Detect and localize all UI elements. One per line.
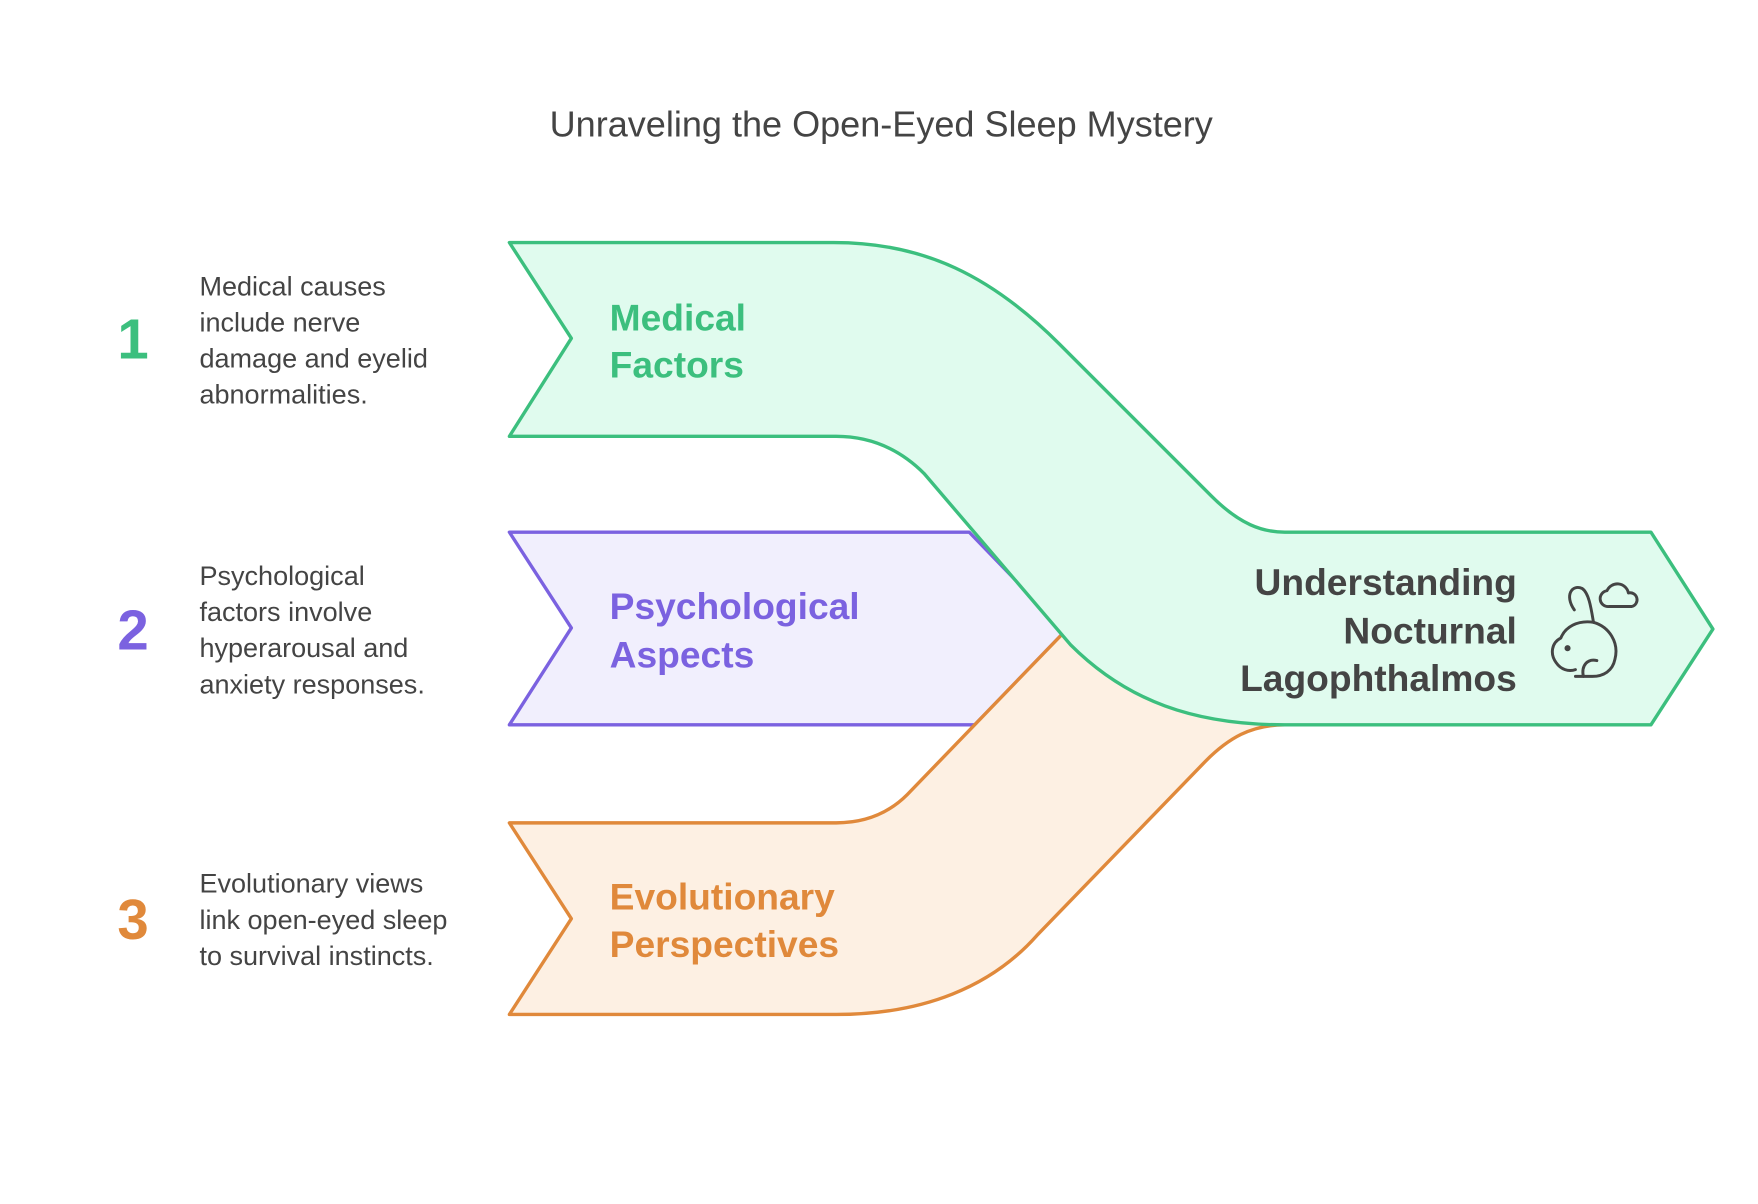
description-line: hyperarousal and <box>199 633 408 663</box>
description-2: Psychological factors involve hyperarous… <box>199 561 424 699</box>
medical-band-to-target <box>507 240 1715 727</box>
description-line: abnormalities. <box>199 380 367 410</box>
label-line: Psychological <box>610 585 860 627</box>
label-line: Evolutionary <box>610 876 835 918</box>
sleeping-rabbit-icon <box>1550 582 1639 678</box>
evolutionary-band <box>507 629 1287 1017</box>
description-line: include nerve <box>199 308 360 338</box>
description-1: Medical causes include nerve damage and … <box>199 271 427 409</box>
description-line: factors involve <box>199 597 372 627</box>
label-line: Perspectives <box>610 923 839 965</box>
target-label-line: Understanding <box>1255 561 1517 603</box>
step-number-3: 3 <box>117 888 148 951</box>
medical-factors-label: Medical Factors <box>610 296 746 385</box>
description-line: anxiety responses. <box>199 669 424 699</box>
description-line: Evolutionary views <box>199 869 423 899</box>
psychological-aspects-label: Psychological Aspects <box>610 585 860 675</box>
label-line: Factors <box>610 344 744 386</box>
description-line: Psychological <box>199 561 364 591</box>
step-number-2: 2 <box>117 598 148 661</box>
label-line: Medical <box>610 296 746 338</box>
target-label-line: Nocturnal <box>1343 610 1516 652</box>
diagram-title: Unraveling the Open-Eyed Sleep Mystery <box>550 104 1213 145</box>
description-line: Medical causes <box>199 271 385 301</box>
target-label: Understanding Nocturnal Lagophthalmos <box>1240 561 1517 699</box>
label-line: Aspects <box>610 633 755 675</box>
description-line: to survival instincts. <box>199 941 433 971</box>
target-label-line: Lagophthalmos <box>1240 657 1517 699</box>
description-line: damage and eyelid <box>199 344 427 374</box>
evolutionary-perspectives-label: Evolutionary Perspectives <box>610 876 839 965</box>
step-number-1: 1 <box>117 308 148 371</box>
description-3: Evolutionary views link open-eyed sleep … <box>199 869 447 971</box>
description-line: link open-eyed sleep <box>199 905 447 935</box>
psychological-band <box>507 530 1067 727</box>
